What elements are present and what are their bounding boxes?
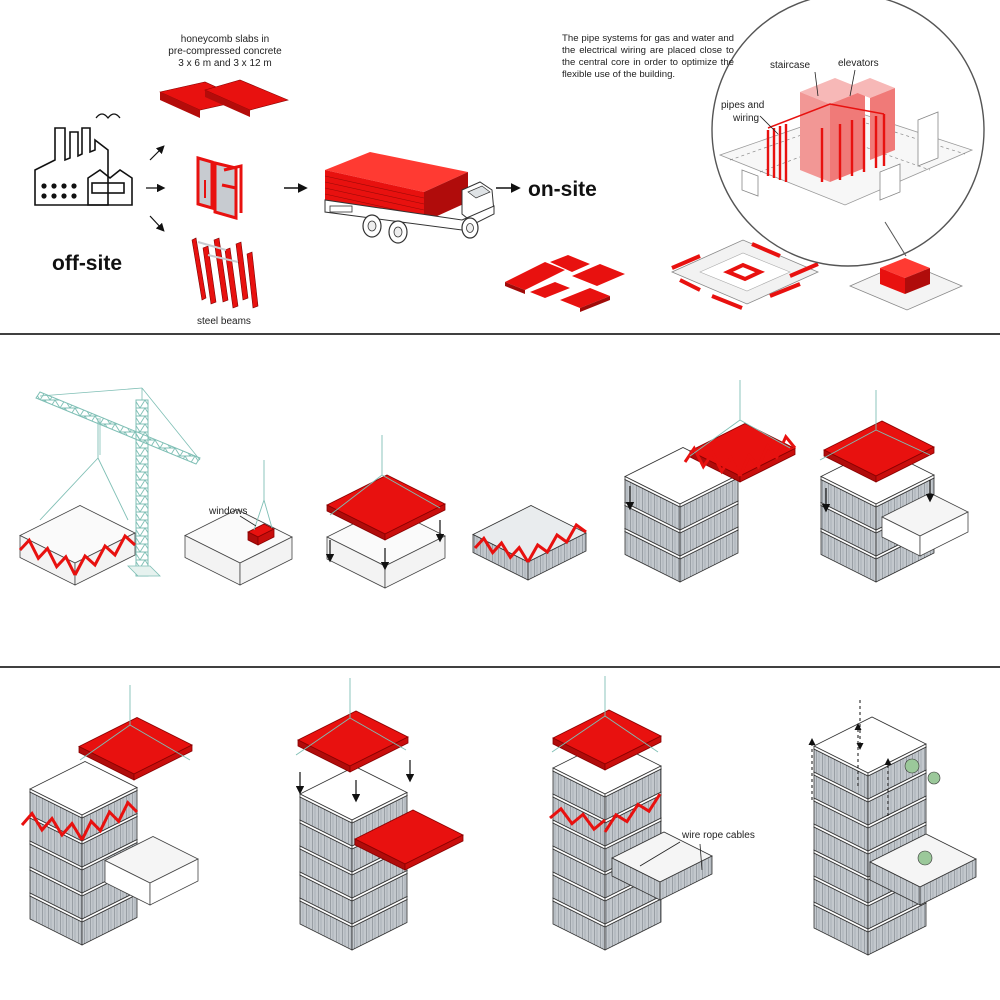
windows-label: windows bbox=[208, 506, 247, 517]
tower-crane bbox=[35, 387, 201, 577]
cable-line bbox=[39, 457, 99, 521]
wire-rope-leader-2 bbox=[699, 843, 703, 871]
block-right-face bbox=[133, 744, 193, 781]
block-right-face bbox=[149, 858, 199, 906]
plant bbox=[904, 758, 920, 774]
truck-illustration bbox=[324, 152, 495, 244]
block-right-face bbox=[919, 858, 977, 906]
cable-line bbox=[551, 715, 606, 753]
cable-line bbox=[97, 457, 129, 521]
plant bbox=[917, 850, 933, 866]
block-right-face bbox=[404, 834, 464, 871]
cable-line bbox=[79, 724, 131, 761]
stage-row-2 bbox=[18, 380, 969, 589]
block-top bbox=[552, 709, 662, 765]
cable-line bbox=[819, 429, 877, 461]
red-truss bbox=[738, 433, 797, 477]
block-right-face bbox=[239, 536, 293, 586]
cable-line bbox=[875, 429, 931, 456]
windows-leader bbox=[239, 515, 257, 527]
red-truss bbox=[80, 800, 139, 841]
cable-line bbox=[295, 717, 351, 756]
red-truss bbox=[473, 535, 530, 563]
core-layout-diagram bbox=[671, 239, 819, 310]
elevators-label: elevators bbox=[838, 58, 879, 69]
cable-line bbox=[253, 499, 265, 531]
cable-line bbox=[129, 724, 191, 761]
red-truss bbox=[526, 522, 587, 563]
slabs-label: honeycomb slabs in pre-compressed concre… bbox=[168, 34, 282, 69]
block-right-face bbox=[384, 503, 446, 541]
services-note: The pipe systems for gas and water and t… bbox=[562, 33, 734, 80]
pipes-label-1: pipes and bbox=[721, 100, 764, 111]
pipes-label-2: wiring bbox=[732, 113, 759, 124]
plant bbox=[927, 771, 941, 785]
red-truss bbox=[20, 810, 84, 841]
block-top bbox=[78, 717, 193, 775]
block-right-face bbox=[867, 743, 927, 777]
stage-row-3 bbox=[20, 676, 977, 956]
cable-line bbox=[604, 715, 659, 753]
block-right-face bbox=[604, 765, 662, 798]
block-right-face bbox=[81, 786, 138, 819]
cable-line bbox=[381, 474, 441, 509]
block-top bbox=[326, 474, 446, 535]
red-truss bbox=[603, 793, 662, 833]
wire-rope-label: wire rope cables bbox=[681, 830, 755, 841]
block-right-face bbox=[349, 736, 409, 773]
cable-line bbox=[689, 419, 741, 457]
core-block-diagram bbox=[848, 258, 964, 311]
block-right-face bbox=[919, 511, 969, 557]
distribution-arrows bbox=[146, 145, 166, 232]
core-detail-circle bbox=[711, 0, 985, 267]
block-right-face bbox=[351, 791, 408, 824]
wire-rope-leader-1 bbox=[639, 841, 681, 867]
steel-beams-label: steel beams bbox=[197, 316, 251, 327]
block-right-face bbox=[257, 528, 275, 546]
steel-beams-illustration bbox=[191, 237, 259, 309]
off-site-label: off-site bbox=[52, 252, 122, 275]
red-truss bbox=[549, 806, 606, 832]
red-truss bbox=[73, 533, 137, 576]
slab-layout-diagram bbox=[505, 255, 625, 312]
on-site-label: on-site bbox=[528, 178, 597, 201]
cable-line bbox=[739, 419, 791, 449]
staircase-label: staircase bbox=[770, 60, 810, 71]
cable-line bbox=[329, 474, 383, 516]
block-right-face bbox=[875, 474, 935, 508]
concrete-slabs-illustration bbox=[159, 79, 289, 118]
window-panels-illustration bbox=[196, 156, 243, 220]
block-right-face bbox=[659, 855, 713, 901]
factory-icon bbox=[34, 113, 133, 206]
block-right-face bbox=[384, 535, 446, 589]
block-right-face bbox=[875, 446, 935, 483]
cable-line bbox=[263, 499, 273, 529]
cable-line bbox=[349, 717, 407, 751]
red-truss bbox=[683, 445, 742, 477]
red-truss bbox=[18, 537, 77, 576]
